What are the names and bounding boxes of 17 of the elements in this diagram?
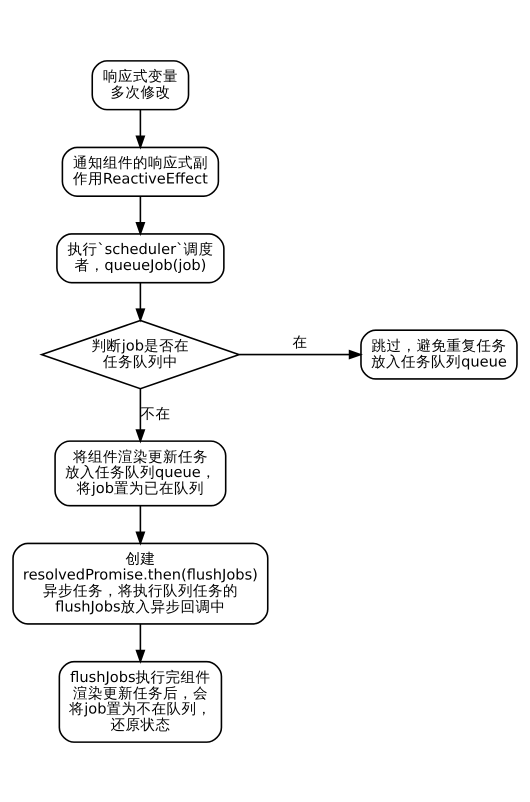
arrow <box>135 624 146 664</box>
node-box: flushJobs执行完组件渲染更新任务后，会将job置为不在队列，还原状态 <box>58 660 222 742</box>
node-box: 执行`scheduler`调度者，queueJob(job) <box>56 232 225 283</box>
arrow <box>239 349 363 360</box>
edge-label: 在 <box>292 333 308 350</box>
arrow <box>135 109 146 150</box>
arrow <box>135 196 146 236</box>
edge-label: 不在 <box>140 405 171 422</box>
node-box: 响应式变量多次修改 <box>91 60 190 110</box>
node-diamond: 判断job是否在任务队列中 <box>39 319 242 390</box>
arrow <box>135 282 146 322</box>
arrow <box>135 505 146 546</box>
node-box: 跳过，避免重复任务放入任务队列queue <box>360 328 518 380</box>
node-box: 创建resolvedPromise.then(flushJobs)异步任务，将执行队列任务的flushJobs放入异步回调中 <box>12 542 269 624</box>
node-box: 将组件渲染更新任务放入任务队列queue，将job置为已在队列 <box>54 440 226 506</box>
node-box: 通知组件的响应式副作用ReactiveEffect <box>62 146 220 196</box>
arrow <box>135 388 146 443</box>
